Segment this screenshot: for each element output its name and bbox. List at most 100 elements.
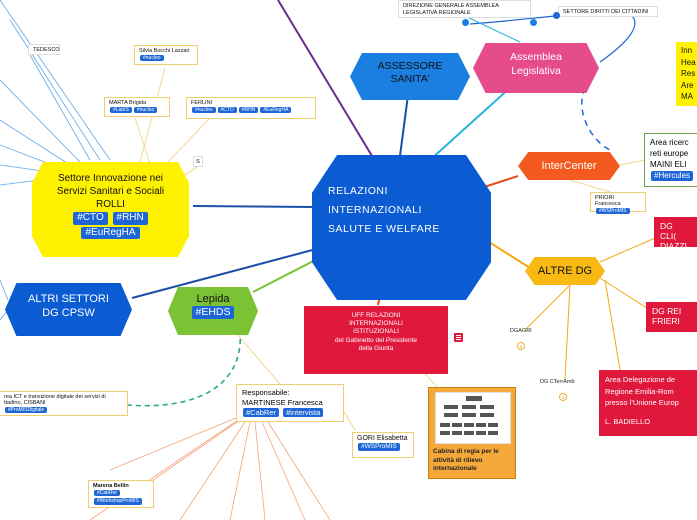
area-ricerca-line: reti europe: [650, 149, 689, 158]
note-area-ict[interactable]: rea ICT e transizione digitale dei servi…: [0, 391, 128, 416]
tag-cto[interactable]: #CTO: [73, 212, 108, 225]
dg-reit-line: DG REI: [652, 306, 682, 316]
tag[interactable]: #EuRegHA: [260, 107, 292, 114]
responsabile-line: MARTINESE Francesca: [242, 397, 323, 407]
responsabile-line: Responsabile:: [242, 388, 290, 397]
intercenter-label: InterCenter: [541, 160, 597, 172]
note-ferlini[interactable]: FERLINI #nucleo#CTO#RHN#EuRegHA: [186, 97, 316, 119]
uff-line: della Giunta: [358, 344, 394, 352]
tag[interactable]: #WorkshopProMIS: [94, 498, 142, 505]
tag[interactable]: #LabIS: [110, 107, 132, 114]
tag[interactable]: #RHN: [238, 107, 259, 114]
area-ricerca-line: MAINI ELI: [650, 160, 687, 169]
innov-line: Hea: [681, 57, 696, 67]
responsabile-node[interactable]: Responsabile: MARTINESE Francesca #CabRe…: [236, 384, 344, 422]
dgagri-counter[interactable]: 1: [517, 342, 525, 350]
delegazione-line: L. BADIELLO: [605, 416, 651, 426]
notes-icon[interactable]: [454, 333, 463, 342]
note-name: FERLINI: [191, 100, 213, 106]
tag[interactable]: #WSProMIS: [596, 208, 630, 215]
assessore-line1: ASSESSORE: [377, 60, 443, 72]
central-topic-node[interactable]: RELAZIONI INTERNAZIONALI SALUTE E WELFAR…: [312, 155, 491, 300]
altre-dg-node[interactable]: ALTRE DG: [525, 257, 605, 285]
innov-line: Res: [681, 69, 696, 79]
delegazione-ue-node[interactable]: Area Delegazione de Regione Emilia-Rom p…: [599, 370, 697, 436]
tag-hercules[interactable]: #Hercules: [651, 171, 694, 181]
dg-cli-node[interactable]: DG CLI( DIAZZI: [654, 217, 697, 251]
assessore-sanita-node[interactable]: ASSESSORE SANITA’: [350, 53, 470, 100]
altre-dg-label: ALTRE DG: [537, 265, 593, 277]
area-ricerca-node[interactable]: Area ricerc reti europe MAINI ELI #Hercu…: [644, 133, 697, 187]
tag[interactable]: #nucleo: [140, 55, 164, 62]
tag[interactable]: #ProMISDigitale: [5, 407, 48, 414]
note-name: MARTA Brigida: [109, 100, 147, 106]
tag-euregha[interactable]: #EuRegHA: [81, 226, 140, 239]
note-marena-bellin[interactable]: Marena Bellin #CabRer #WorkshopProMIS: [88, 480, 154, 508]
tag[interactable]: #nucleo: [192, 107, 216, 114]
note-marta-brigida[interactable]: MARTA Brigida #LabIS#nucleo: [104, 97, 170, 117]
cabina-text: Cabina di regia per le attività di rilie…: [433, 448, 499, 472]
note-gori-elisabetta[interactable]: GORI Elisabetta #WSProMIS: [352, 432, 414, 458]
dg-cterramb-label: DG CTerrAmb: [540, 379, 575, 385]
direzione-generale-label: DIREZIONE GENERALE ASSEMBLEA LEGISLATIVA…: [398, 0, 531, 18]
delegazione-line: Regione Emilia-Rom: [605, 386, 674, 396]
dg-cli-line: DIAZZI: [660, 241, 687, 251]
center-line3: SALUTE E WELFARE: [328, 223, 440, 235]
dg-reit-node[interactable]: DG REI FRIERI: [646, 302, 697, 332]
uff-line: ISTITUZIONALI: [353, 328, 399, 336]
connector-dot: [553, 12, 560, 19]
s-label: S: [193, 156, 203, 167]
assemblea-legislativa-node[interactable]: Assemblea Legislativa: [473, 43, 599, 93]
assessore-line2: SANITA’: [390, 73, 430, 85]
dg-cli-line: DG CLI(: [660, 221, 677, 241]
tag[interactable]: #CabRer: [94, 490, 121, 497]
connector-dot: [530, 19, 537, 26]
tag-cabrer[interactable]: #CabRer: [243, 408, 280, 418]
assemblea-line2: Legislativa: [511, 65, 561, 77]
settore-line1: Settore Innovazione nei: [57, 173, 164, 184]
tag[interactable]: #nucleo: [133, 107, 158, 114]
tag[interactable]: #CTO: [217, 107, 237, 114]
dg-cterramb-counter[interactable]: 1: [559, 393, 567, 401]
tag-ehds[interactable]: #EHDS: [192, 306, 234, 320]
altri-settori-node[interactable]: ALTRI SETTORI DG CPSW: [5, 283, 132, 336]
settore-diritti-label: SETTORE DIRITTI DEI CITTADINI: [558, 6, 658, 17]
settore-line2: Servizi Sanitari e Sociali: [56, 186, 165, 197]
cabina-di-regia-node[interactable]: Cabina di regia per le attività di rilie…: [428, 387, 516, 479]
uff-line: del Gabinetto del Presidente: [334, 336, 418, 344]
note-priori-francesca[interactable]: PRIORI Francesca #WSProMIS: [590, 192, 646, 215]
note-name: Silvia Bocchi Lazzari: [139, 48, 190, 54]
settore-innovazione-node[interactable]: Settore Innovazione nei Servizi Sanitari…: [32, 162, 189, 257]
assemblea-line1: Assemblea: [510, 51, 562, 63]
altri-settori-line: ALTRI SETTORI: [28, 293, 109, 305]
lepida-title: Lepida: [196, 293, 230, 305]
center-line2: INTERNAZIONALI: [328, 204, 422, 216]
settore-line3: ROLLI: [96, 199, 125, 210]
area-ricerca-line: Area ricerc: [650, 138, 689, 147]
delegazione-line: presso l’Unione Europ: [605, 398, 679, 407]
innov-line: Inn: [681, 46, 693, 55]
tag-intervista[interactable]: #intervista: [283, 408, 324, 418]
innov-line: Are: [681, 80, 694, 90]
note-line: rea ICT e transizione digitale dei servi…: [4, 394, 106, 400]
note-name: Marena Bellin: [93, 483, 129, 489]
delegazione-line: Area Delegazione de: [605, 375, 676, 384]
tag-rhn[interactable]: #RHN: [112, 212, 148, 225]
uff-line: INTERNAZIONALI: [349, 320, 403, 328]
intercenter-node[interactable]: InterCenter: [518, 152, 620, 180]
lepida-node[interactable]: Lepida #EHDS: [168, 287, 258, 335]
connector-dot: [462, 19, 469, 26]
dgagri-label: DGAGRI: [510, 328, 532, 334]
altri-settori-line: DG CPSW: [42, 307, 95, 319]
uff-relazioni-node[interactable]: UFF RELAZIONI INTERNAZIONALI ISTITUZIONA…: [304, 306, 448, 374]
note-silvia-bocchi[interactable]: Silvia Bocchi Lazzari #nucleo: [134, 45, 198, 65]
tedesco-label: TEDESCO: [28, 44, 60, 55]
note-name: GORI Elisabetta: [357, 435, 408, 442]
tag[interactable]: #WSProMIS: [358, 443, 400, 452]
note-line: ttadino, CISBANI: [4, 400, 46, 406]
dg-reit-line: FRIERI: [652, 316, 680, 326]
center-line1: RELAZIONI: [328, 185, 388, 197]
innovation-area-node[interactable]: Inn Hea Res Are MA: [676, 42, 697, 106]
